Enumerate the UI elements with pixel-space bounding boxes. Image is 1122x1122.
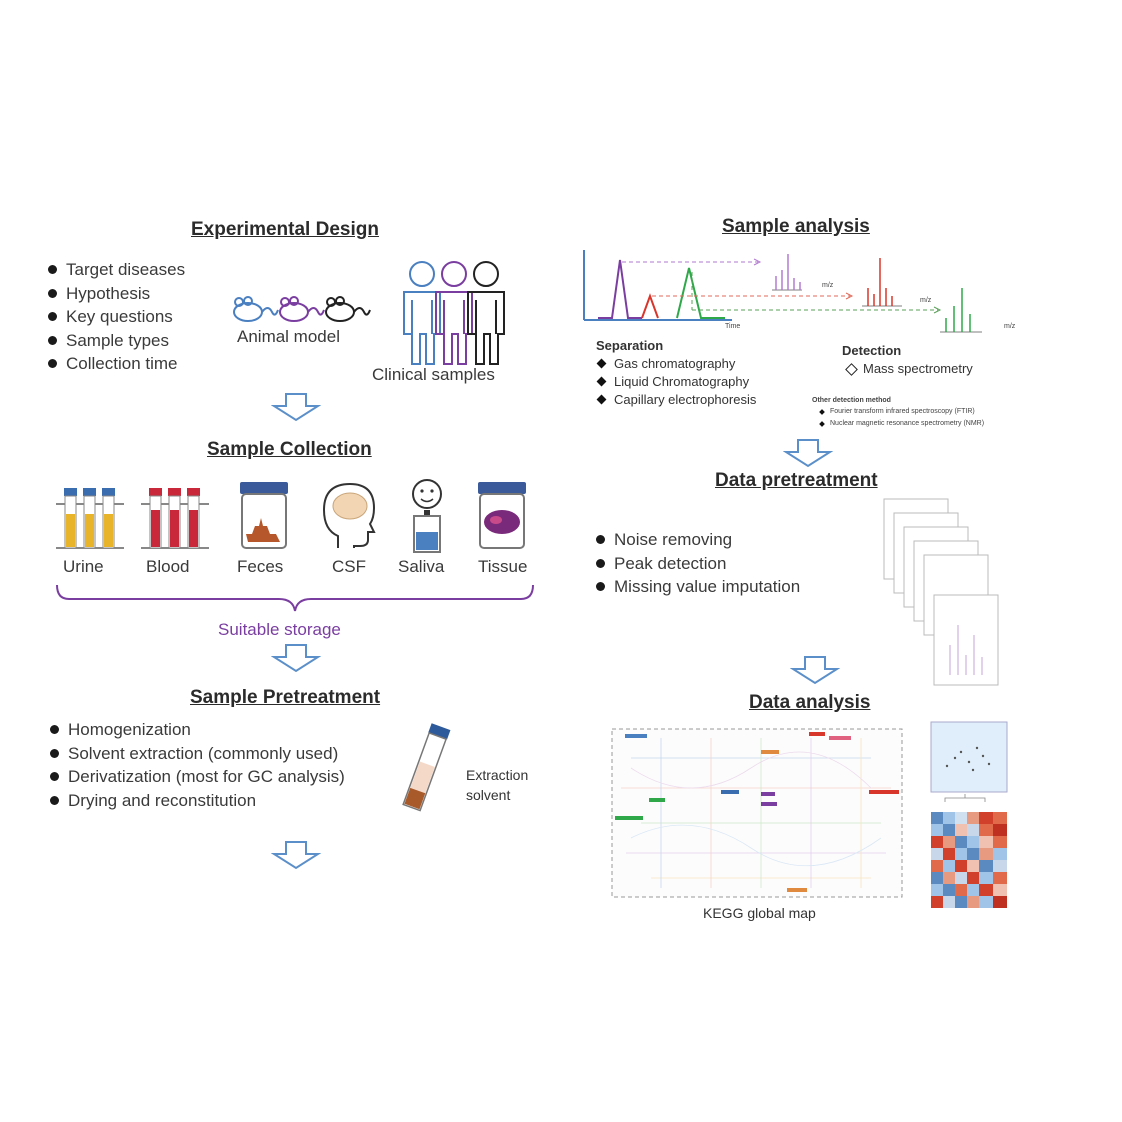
list-item: Missing value imputation	[594, 575, 800, 599]
list-item: Target diseases	[46, 258, 185, 282]
diamond-icon	[819, 421, 825, 427]
list-item: Solvent extraction (commonly used)	[48, 742, 345, 766]
other-detection-title: Other detection method	[812, 397, 891, 404]
down-arrow-icon	[271, 841, 321, 870]
list-item: Noise removing	[594, 528, 800, 552]
list-item: Peak detection	[594, 552, 800, 576]
ms-axis-label: m/z	[822, 282, 834, 289]
ms-axis-label: m/z	[920, 297, 932, 304]
list-item: Sample types	[46, 329, 185, 353]
separation-title: Separation	[596, 338, 664, 353]
heatmap-dendrogram-graphic	[930, 721, 1008, 908]
storage-brace	[56, 584, 534, 612]
detection-item: Mass spectrometry	[845, 361, 973, 376]
sample-label-csf: CSF	[332, 557, 366, 576]
kegg-map-label: KEGG global map	[703, 905, 816, 921]
list-item: Key questions	[46, 305, 185, 329]
other-detection-item: Fourier transform infrared spectroscopy …	[818, 408, 975, 415]
data-pretreatment-list: Noise removing Peak detection Missing va…	[594, 528, 800, 599]
diamond-icon	[819, 409, 825, 415]
list-item: Drying and reconstitution	[48, 789, 345, 813]
brain-head-icon	[322, 482, 376, 548]
separation-list: Gas chromatography Liquid Chromatography…	[594, 355, 756, 409]
list-item: Hypothesis	[46, 282, 185, 306]
clinical-samples-label: Clinical samples	[372, 365, 495, 384]
list-item: Gas chromatography	[594, 355, 756, 373]
list-item: Capillary electrophoresis	[594, 391, 756, 409]
data-analysis-title: Data analysis	[749, 692, 871, 713]
list-item: Derivatization (most for GC analysis)	[48, 765, 345, 789]
other-detection-item: Nuclear magnetic resonance spectrometry …	[818, 420, 984, 427]
feces-jar-icon	[240, 482, 288, 549]
extraction-label-2: solvent	[466, 787, 511, 803]
diamond-outline-icon	[845, 363, 858, 376]
sample-label-urine: Urine	[63, 557, 104, 576]
sample-label-tissue: Tissue	[478, 557, 528, 576]
sample-pretreatment-title: Sample Pretreatment	[190, 687, 381, 708]
experimental-design-title: Experimental Design	[191, 219, 379, 240]
down-arrow-icon	[271, 393, 321, 422]
mice-icon	[233, 296, 371, 322]
experimental-design-list: Target diseases Hypothesis Key questions…	[46, 258, 185, 376]
urine-tubes-icon	[56, 488, 124, 549]
chrom-axis-label: Time	[725, 323, 741, 330]
list-item: Homogenization	[48, 718, 345, 742]
list-item: Liquid Chromatography	[594, 373, 756, 391]
saliva-icon	[412, 479, 442, 553]
detection-title: Detection	[842, 343, 902, 358]
sample-label-blood: Blood	[146, 557, 190, 576]
tissue-jar-icon	[478, 482, 526, 549]
sample-label-feces: Feces	[237, 557, 284, 576]
clinical-people-icon	[403, 261, 505, 365]
sample-label-saliva: Saliva	[398, 557, 445, 576]
list-item: Collection time	[46, 352, 185, 376]
down-arrow-icon	[783, 439, 833, 468]
stacked-spectra-graphic	[883, 498, 999, 686]
sample-analysis-title: Sample analysis	[722, 216, 870, 237]
sample-collection-title: Sample Collection	[207, 439, 372, 460]
blood-tubes-icon	[141, 488, 209, 549]
data-pretreatment-title: Data pretreatment	[715, 470, 878, 491]
kegg-map-graphic	[611, 728, 903, 898]
ms-axis-label: m/z	[1004, 323, 1016, 330]
sample-pretreatment-list: Homogenization Solvent extraction (commo…	[48, 718, 345, 812]
suitable-storage-label: Suitable storage	[218, 620, 341, 639]
extraction-label-1: Extraction	[466, 767, 529, 783]
chromatogram-ms-graphic	[583, 250, 982, 333]
down-arrow-icon	[271, 644, 321, 673]
animal-model-label: Animal model	[237, 327, 340, 346]
extraction-tube-icon	[402, 723, 451, 812]
down-arrow-icon	[790, 656, 840, 685]
